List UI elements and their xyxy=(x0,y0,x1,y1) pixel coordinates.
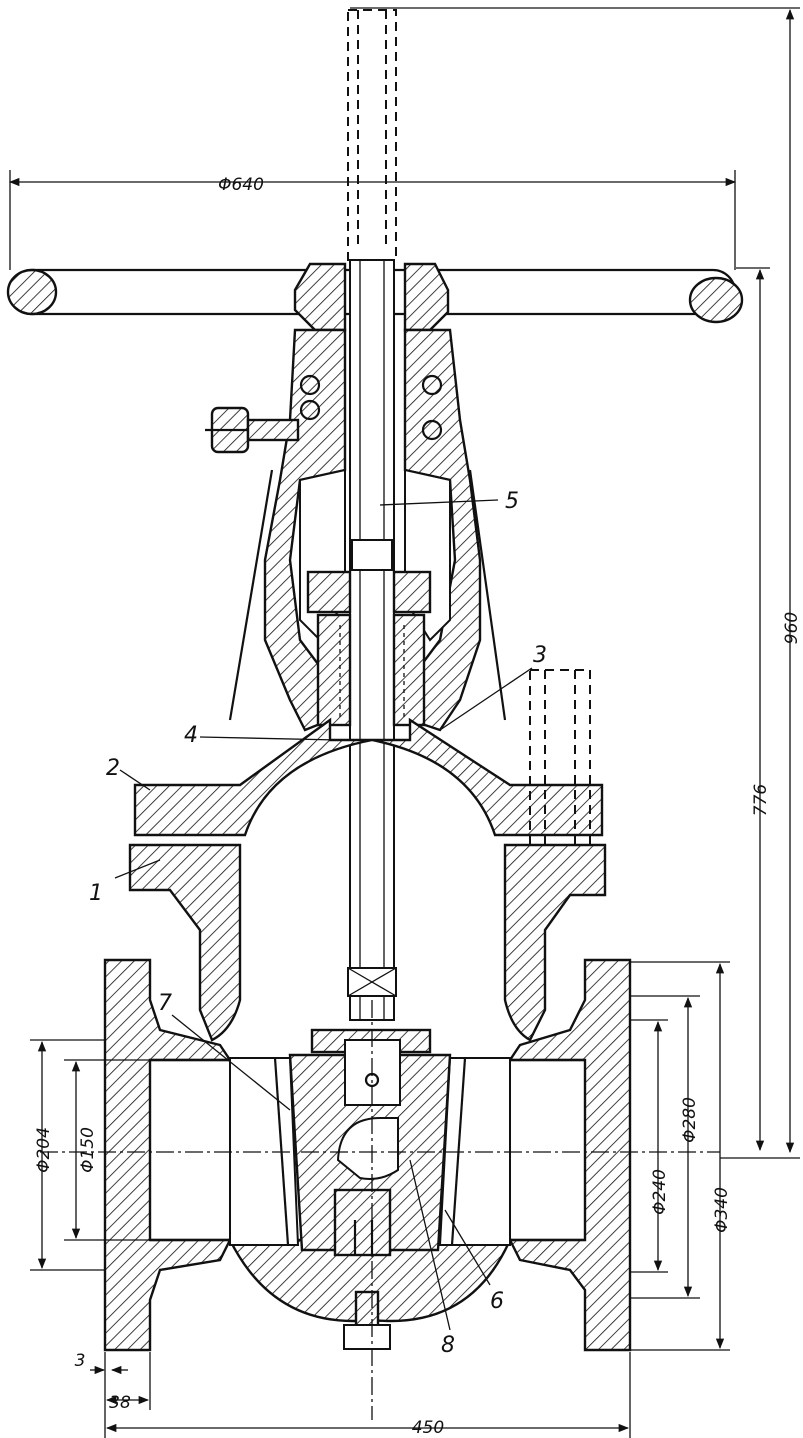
dim-raised-face-height: 3 xyxy=(75,1351,86,1371)
stem-nut xyxy=(306,570,432,727)
leader-lines xyxy=(114,499,533,1331)
stem xyxy=(347,259,397,1021)
dim-flange-thickness: 38 xyxy=(109,1393,131,1413)
part-number-4: 4 xyxy=(184,723,198,748)
gate-wedge xyxy=(288,1028,452,1257)
valve-body xyxy=(103,843,632,1352)
dim-face-to-face: 450 xyxy=(412,1418,444,1438)
part-number-6: 6 xyxy=(490,1289,504,1314)
part-number-1: 1 xyxy=(89,881,103,906)
dim-overall-height: 960 xyxy=(782,612,802,644)
part-number-3: 3 xyxy=(533,643,547,668)
dim-handwheel-diameter: Φ640 xyxy=(218,175,264,195)
part-number-2: 2 xyxy=(106,756,120,781)
part-number-7: 7 xyxy=(158,991,172,1016)
centerlines xyxy=(40,1000,720,1420)
dim-bore-diameter: Φ150 xyxy=(78,1127,98,1173)
dim-raised-face-diameter: Φ240 xyxy=(650,1169,670,1215)
dim-flange-outer-diameter: Φ340 xyxy=(712,1187,732,1233)
part-number-8: 8 xyxy=(441,1333,455,1358)
dim-port-outer-diameter: Φ204 xyxy=(34,1127,54,1173)
bonnet-flange xyxy=(133,669,604,886)
part-number-5: 5 xyxy=(505,489,519,514)
dimension-lines xyxy=(8,7,800,1438)
dim-center-to-top: 776 xyxy=(751,784,771,817)
stem-extension xyxy=(347,9,397,261)
dim-bolt-circle-diameter: Φ280 xyxy=(680,1097,700,1143)
